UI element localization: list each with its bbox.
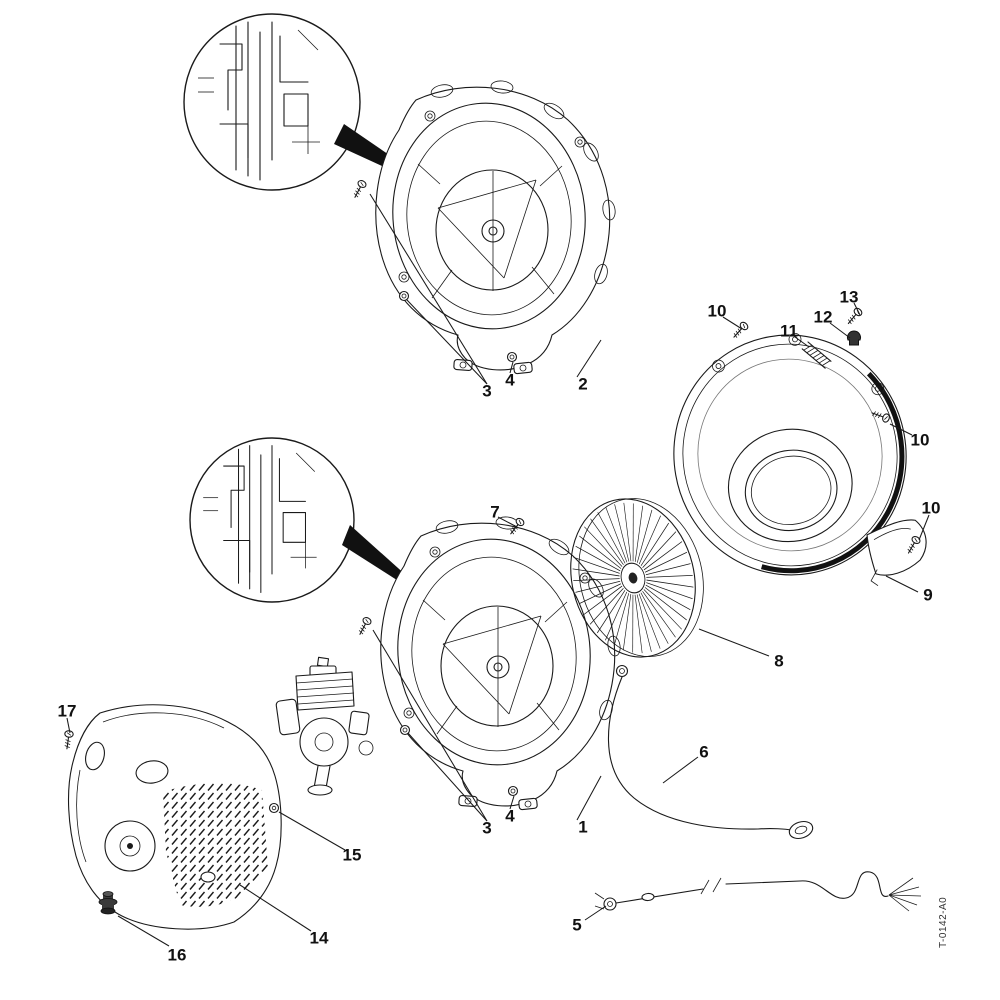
screw-icon-part3-lower <box>355 615 373 637</box>
screw-icon-part17 <box>62 729 75 750</box>
fan-cover <box>673 332 927 587</box>
callout-part17: 17 <box>58 702 77 721</box>
callout-part3-lower: 3 <box>482 819 491 838</box>
callout-part15: 15 <box>343 846 362 865</box>
callout-part1: 1 <box>578 818 587 837</box>
engine <box>275 656 374 796</box>
callout-part10-a: 10 <box>708 302 727 321</box>
washer-icon-part4-upper-a <box>398 290 410 302</box>
buffer-foot-part16 <box>98 891 118 915</box>
callout-part2: 2 <box>578 375 587 394</box>
callout-part14: 14 <box>310 929 329 948</box>
starter-rope <box>594 871 922 912</box>
spring-icon-part11 <box>801 341 832 369</box>
washer-icon-part4-upper-b <box>506 351 518 363</box>
rope-frayed-end <box>888 877 922 912</box>
callout-part4-lower: 4 <box>505 807 515 826</box>
cover-hole-small <box>85 741 105 771</box>
cover-flange <box>866 519 927 576</box>
plug-icon-part12 <box>847 330 861 346</box>
fan-housing-upper <box>375 79 618 375</box>
callout-part7: 7 <box>490 503 499 522</box>
fan-housing-lower <box>380 515 623 811</box>
callout-part5: 5 <box>572 916 581 935</box>
callout-part12: 12 <box>814 308 833 327</box>
callout-part10-c: 10 <box>922 499 941 518</box>
cover-rubber-seal <box>760 371 905 574</box>
screw-icon-part13 <box>844 306 864 327</box>
callout-part6: 6 <box>699 743 708 762</box>
callout-part13: 13 <box>840 288 859 307</box>
ball-icon-part15 <box>268 802 280 814</box>
cover-louver-grille <box>163 783 268 907</box>
callout-part4-upper: 4 <box>505 371 515 390</box>
callout-part11: 11 <box>780 322 798 341</box>
cover-hole-large <box>135 760 169 784</box>
callout-part9: 9 <box>923 586 932 605</box>
detail-circle-upper <box>183 13 361 191</box>
detail-circle-lower <box>189 437 355 603</box>
leader-lines <box>66 193 930 947</box>
engine-cover <box>67 704 282 930</box>
callout-part3-upper: 3 <box>482 382 491 401</box>
screw-icon-part3-upper <box>350 178 368 200</box>
callout-part10-b: 10 <box>911 431 930 450</box>
callout-part16: 16 <box>168 946 187 965</box>
fan-wheel <box>570 498 704 658</box>
cable <box>607 664 814 840</box>
washer-icon-part4-lower-b <box>507 785 519 797</box>
callout-part8: 8 <box>774 652 783 671</box>
diagram-code: T-0142-A0 <box>938 897 949 948</box>
